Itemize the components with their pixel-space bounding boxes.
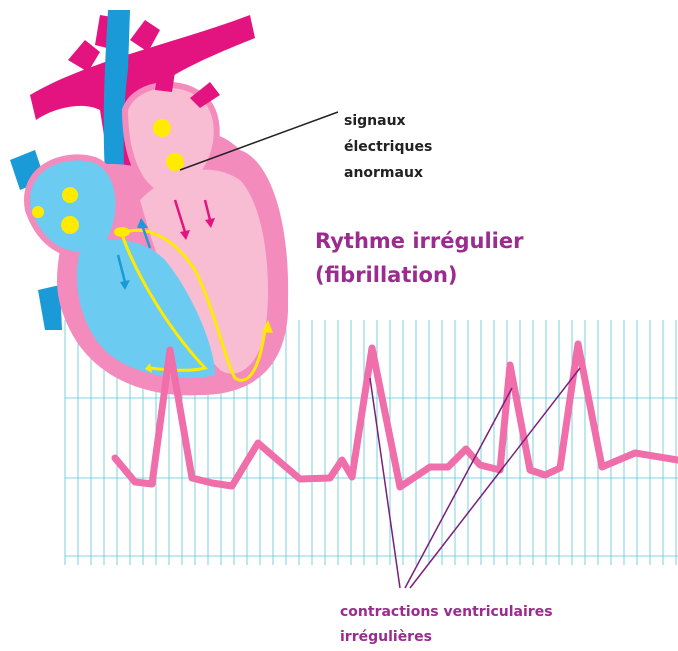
av-node <box>114 227 130 237</box>
pulmonary-vein-left-1 <box>155 70 175 92</box>
title-line1: Rythme irrégulier <box>315 229 524 253</box>
right-atrium <box>27 157 118 254</box>
title-line2: (fibrillation) <box>315 263 458 287</box>
caption-line2: irrégulières <box>340 629 432 645</box>
signal-label-line2: électriques <box>344 139 432 155</box>
signal-label-line1: signaux <box>344 113 406 129</box>
heart-diagram <box>10 10 288 395</box>
caption-line1: contractions ventriculaires <box>340 604 553 620</box>
signal-label-line3: anormaux <box>344 165 423 181</box>
